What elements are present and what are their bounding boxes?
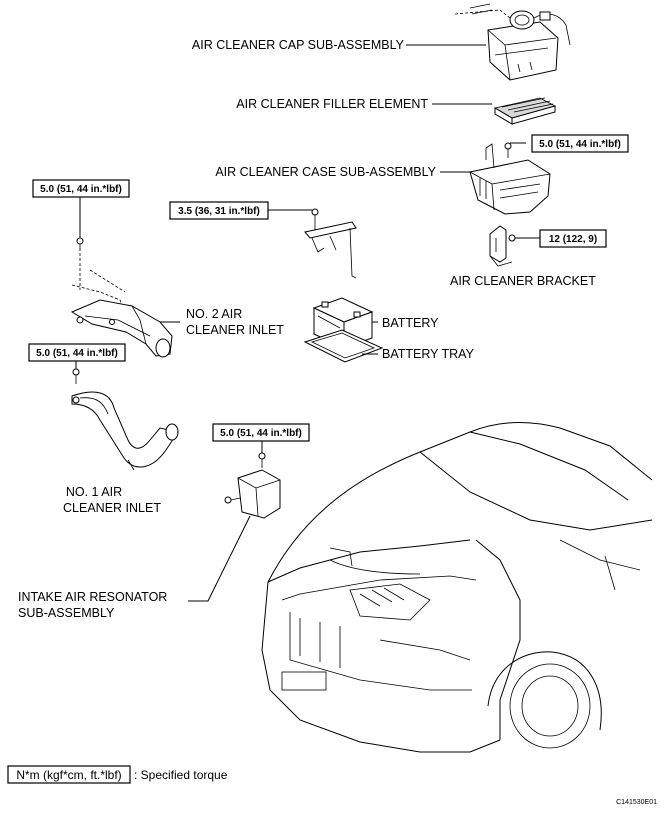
battery-clamp-drawing — [304, 208, 357, 279]
legend-unit-box: N*m (kgf*cm, ft.*lbf) — [16, 768, 121, 782]
torque-box-no2-inlet: 5.0 (51, 44 in.*lbf) — [32, 179, 130, 198]
torque-box-resonator: 5.0 (51, 44 in.*lbf) — [212, 423, 310, 442]
bracket-label: AIR CLEANER BRACKET — [450, 274, 596, 288]
torque-resonator-value: 5.0 (51, 44 in.*lbf) — [220, 428, 302, 439]
filter-element-drawing — [493, 97, 557, 125]
no2-inlet-label-line2: CLEANER INLET — [186, 323, 284, 337]
air-cleaner-cap-drawing — [454, 3, 571, 81]
no2-inlet-label-line1: NO. 2 AIR — [186, 307, 242, 321]
legend-description: : Specified torque — [134, 768, 228, 782]
no2-air-cleaner-inlet-drawing — [70, 248, 173, 358]
no1-inlet-label-line1: NO. 1 AIR — [66, 485, 122, 499]
torque-case-value: 5.0 (51, 44 in.*lbf) — [539, 139, 621, 150]
cap-label: AIR CLEANER CAP SUB-ASSEMBLY — [192, 38, 405, 52]
torque-box-case: 5.0 (51, 44 in.*lbf) — [531, 134, 629, 153]
vehicle-drawing — [261, 421, 653, 753]
torque-bracket-value: 12 (122, 9) — [549, 234, 597, 245]
torque-legend: N*m (kgf*cm, ft.*lbf) : Specified torque — [7, 765, 228, 784]
air-cleaner-bracket-drawing — [489, 225, 516, 267]
battery-label: BATTERY — [382, 316, 439, 330]
case-label: AIR CLEANER CASE SUB-ASSEMBLY — [215, 165, 436, 179]
battery-tray-label: BATTERY TRAY — [382, 347, 475, 361]
resonator-label-line1: INTAKE AIR RESONATOR — [18, 590, 167, 604]
torque-box-no1-inlet: 5.0 (51, 44 in.*lbf) — [28, 343, 126, 362]
torque-no1-inlet-value: 5.0 (51, 44 in.*lbf) — [36, 348, 118, 359]
intake-air-resonator-drawing — [224, 452, 281, 519]
no1-air-cleaner-inlet-drawing — [71, 391, 179, 471]
resonator-label-line2: SUB-ASSEMBLY — [18, 606, 115, 620]
torque-box-bracket: 12 (122, 9) — [539, 229, 607, 248]
torque-no2-inlet-value: 5.0 (51, 44 in.*lbf) — [40, 184, 122, 195]
figure-code: C141530E01 — [616, 799, 657, 806]
no1-inlet-label-line2: CLEANER INLET — [63, 501, 161, 515]
no2-inlet-bolt — [76, 237, 84, 250]
no1-inlet-bolt — [72, 368, 80, 384]
filter-label: AIR CLEANER FILLER ELEMENT — [236, 97, 428, 111]
leader-lines — [75, 44, 540, 602]
torque-box-battery-clamp: 3.5 (36, 31 in.*lbf) — [169, 201, 269, 220]
torque-battery-clamp-value: 3.5 (36, 31 in.*lbf) — [178, 206, 260, 217]
air-cleaner-case-drawing — [469, 142, 551, 215]
